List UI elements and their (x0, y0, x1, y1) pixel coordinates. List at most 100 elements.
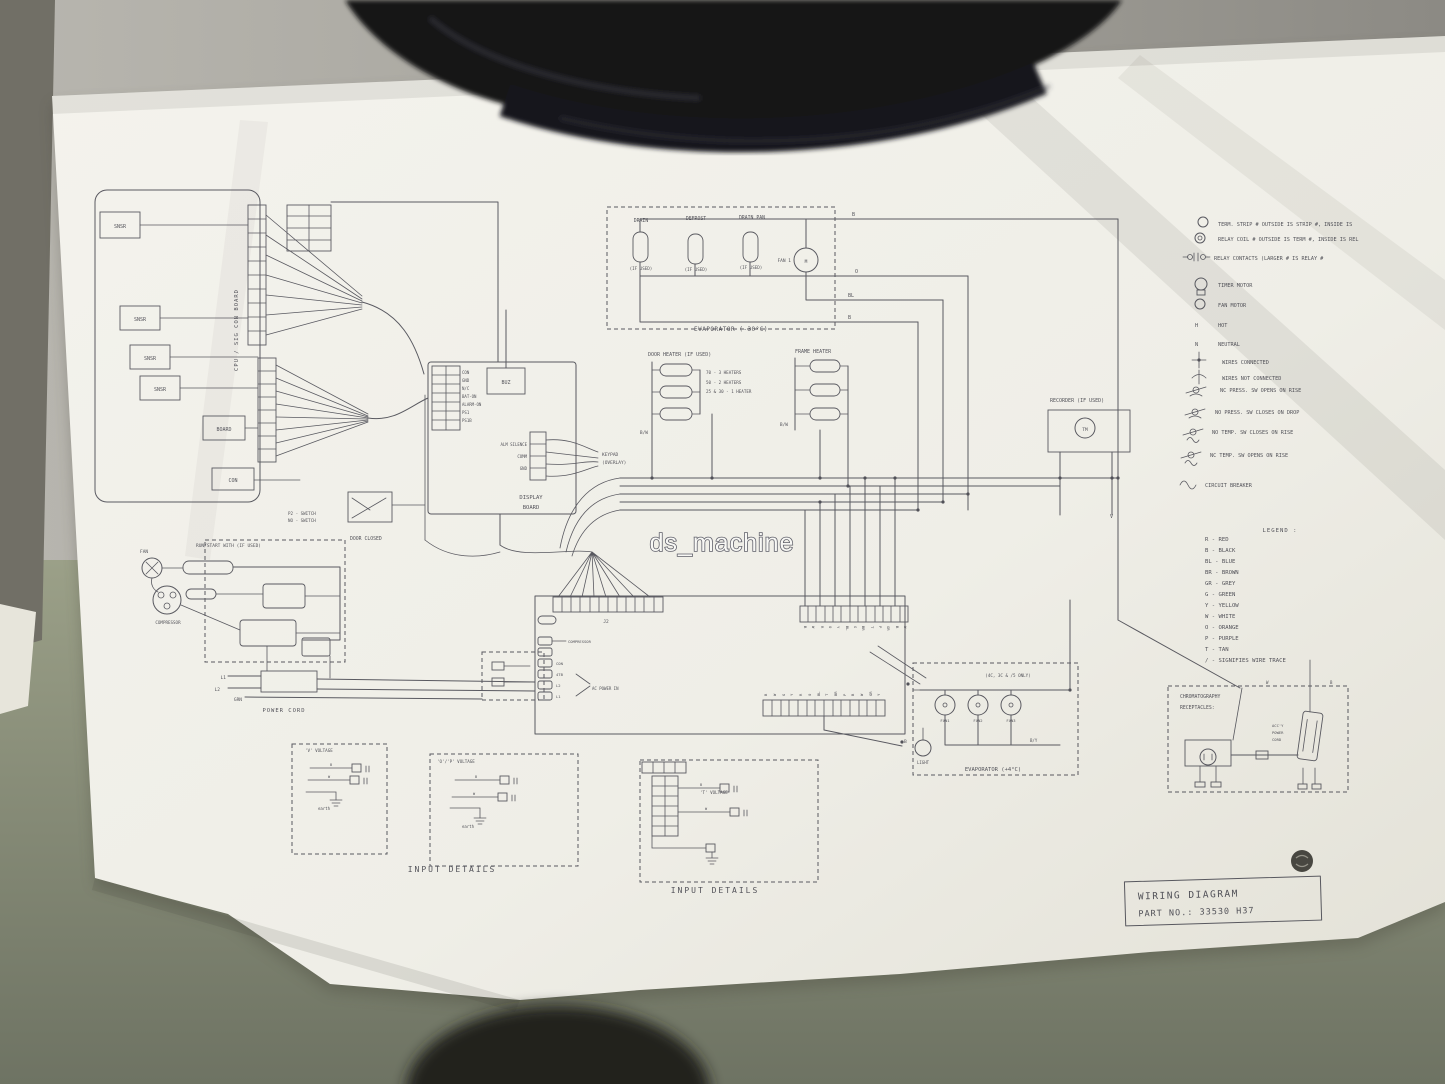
frame-heater-title: FRAME HEATER (795, 349, 832, 355)
pin-label: L2 (556, 683, 561, 688)
wire-label: B/W (640, 430, 648, 436)
terminal-letter: G (853, 626, 858, 629)
terminal-letter: Y (876, 693, 881, 696)
legend-entry: BR - BROWN (1205, 570, 1239, 576)
terminal-letter: GR (868, 691, 873, 696)
input-details-caption: INPUT DETAILS (408, 865, 497, 874)
earth-label: earth (318, 806, 331, 811)
sensor-label: SNSR (114, 224, 127, 230)
terminal-letter: B (763, 693, 768, 696)
run-start-label: RUN/START WITH (IF USED) (196, 543, 261, 549)
wire-letter: B (700, 783, 702, 787)
frame-heater: FRAME HEATER B/W (780, 349, 849, 487)
terminal-letter: W (903, 626, 908, 629)
voltage-label: 'O'/'P' VOLTAGE (437, 759, 475, 764)
sensor-label: SNSR (144, 356, 157, 362)
part-number: PART NO.: 33530 H37 (1138, 906, 1254, 919)
legend-entry: GR - GREY (1205, 581, 1236, 587)
note-text: HOT (1218, 323, 1227, 329)
terminal-letter: W (772, 693, 777, 696)
wire-letter: V (1110, 514, 1113, 520)
keypad-label: KEYPAD (602, 452, 619, 458)
terminal-letter: B (803, 626, 808, 629)
machine-left-edge (0, 0, 55, 652)
terminal-letter: BL (845, 626, 850, 631)
fan-label: FAN1 (940, 718, 950, 723)
power-cord: L1 L2 GRN POWER CORD (215, 670, 536, 714)
grn-label: GRN (234, 697, 242, 703)
legend-entry: P - PURPLE (1205, 636, 1239, 642)
fan-label: FAN2 (973, 718, 982, 723)
heater-label: DRAIN PAN (739, 215, 765, 221)
earth-label: earth (462, 824, 475, 829)
wire-letter: B (330, 763, 332, 767)
notes: TERM. STRIP # OUTSIDE IS STRIP #, INSIDE… (1179, 216, 1359, 490)
cpu-board-title: CPU / SIG CON BOARD (234, 289, 240, 371)
terminal-letter: O (807, 693, 812, 696)
chromatography-title: CHROMATOGRAPHY (1180, 694, 1221, 700)
wiring-diagram: SNSR SNSR SNSR SNSR BOARD CON CPU / SIG … (94, 189, 1359, 927)
note-text: NO TEMP. SW CLOSES ON RISE (1212, 430, 1293, 436)
compressor-section: RUN/START WITH (IF USED) FAN COMPRESSOR (140, 539, 346, 679)
legend-entry: Y - YELLOW (1205, 603, 1239, 609)
evap-note: (4C, 3C & /5 ONLY) (985, 673, 1030, 678)
ac-power-label: AC POWER IN (592, 686, 619, 691)
if-used-label: (IF USED) (630, 266, 653, 271)
wire-letter: B (848, 315, 851, 321)
terminal-letter: R (820, 626, 825, 629)
legend-entry: O - ORANGE (1205, 625, 1239, 631)
door-heater-title: DOOR HEATER (IF USED) (648, 352, 711, 358)
note-text: WIRES NOT CONNECTED (1222, 376, 1281, 382)
input-details-caption: INPUT DETAILS (671, 886, 760, 895)
terminal-letters-bottom: B W G Y R O BL T BR P B W GR Y (763, 691, 881, 696)
wire-letter: B (852, 212, 855, 218)
terminal-letter: BR (861, 626, 866, 631)
terminal-letter: R (798, 693, 803, 696)
door-switch: DOOR CLOSED P2 - SWITCH NO - SWITCH (288, 394, 501, 557)
chromatography-title: RECEPTACLES: (1180, 705, 1215, 711)
note-text: CIRCUIT BREAKER (1205, 483, 1253, 489)
note-text: TERM. STRIP # OUTSIDE IS STRIP #, INSIDE… (1218, 222, 1352, 228)
title-box: WIRING DIAGRAM PART NO.: 33530 H37 (1123, 875, 1323, 927)
note-symbol: H (1195, 323, 1198, 329)
note-symbol: N (1195, 342, 1198, 348)
pin-label: COMM (517, 454, 527, 459)
evaporator-plus4: (4C, 3C & /5 ONLY) FAN1 FAN2 FAN3 LIGHT … (869, 599, 1079, 776)
terminal-letter: Y (836, 626, 841, 629)
pin-label: CON (556, 661, 564, 666)
l2-label: L2 (215, 687, 221, 693)
pin-label: COMPRESSOR (568, 639, 592, 644)
pin-label: ALM SILENCE (501, 442, 528, 447)
bottom-shadow-object (406, 1006, 710, 1084)
if-used-label: (IF USED) (740, 265, 763, 270)
evaporator-caption: EVAPORATOR (+4°C) (965, 767, 1021, 773)
terminal-letter: T (870, 626, 875, 629)
wire-letter: W (705, 807, 708, 811)
pin-label: GND (520, 466, 528, 471)
wire-letter: B (1330, 680, 1333, 685)
legend-entry: T - TAN (1205, 647, 1229, 653)
pin-label: BAT-ON (462, 394, 477, 399)
note-text: NEUTRAL (1218, 342, 1240, 348)
callout-box (481, 651, 545, 701)
terminal-letter: W (859, 693, 864, 696)
brand-logo-swirl (1295, 854, 1309, 868)
sensor-label: SNSR (154, 387, 167, 393)
door-closed-label: DOOR CLOSED (350, 536, 382, 542)
note-text: WIRES CONNECTED (1222, 360, 1269, 366)
cpu-sig-con-board: SNSR SNSR SNSR SNSR BOARD CON CPU / SIG … (94, 189, 499, 503)
terminal-letter: P (878, 626, 883, 629)
terminal-letter: G (781, 693, 786, 696)
fan-label: FAN (140, 549, 148, 555)
display-board-title: BOARD (523, 505, 540, 511)
paper-scrap-left (0, 604, 36, 714)
terminal-letter: P (842, 693, 847, 696)
sensor-label: SNSR (134, 317, 147, 323)
keypad-label: (OVERLAY) (602, 460, 626, 466)
compressor-label: COMPRESSOR (155, 620, 181, 625)
main-board: J2 B W R O Y BL G BR T P GR B W (481, 544, 909, 747)
legend-entry: R - RED (1205, 537, 1229, 543)
terminal-letter: GR (886, 626, 891, 631)
